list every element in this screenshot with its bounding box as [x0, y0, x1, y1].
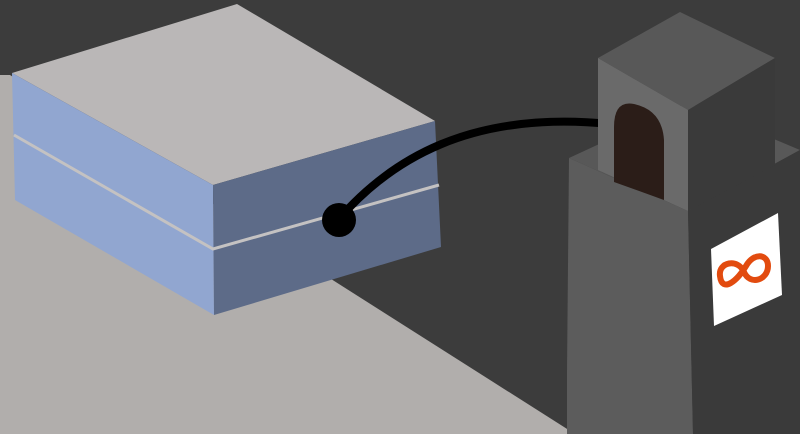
device-head-top	[598, 12, 775, 110]
device	[567, 12, 800, 434]
box-left-face	[12, 73, 214, 315]
infinity-icon	[716, 253, 771, 288]
device-head-right	[688, 58, 775, 211]
box-lid-seam	[13, 133, 440, 251]
device-slot	[614, 103, 664, 200]
cable-connector-dot	[322, 203, 356, 237]
device-body-front	[567, 158, 693, 434]
box-top-face	[12, 4, 435, 185]
cable	[334, 117, 614, 224]
